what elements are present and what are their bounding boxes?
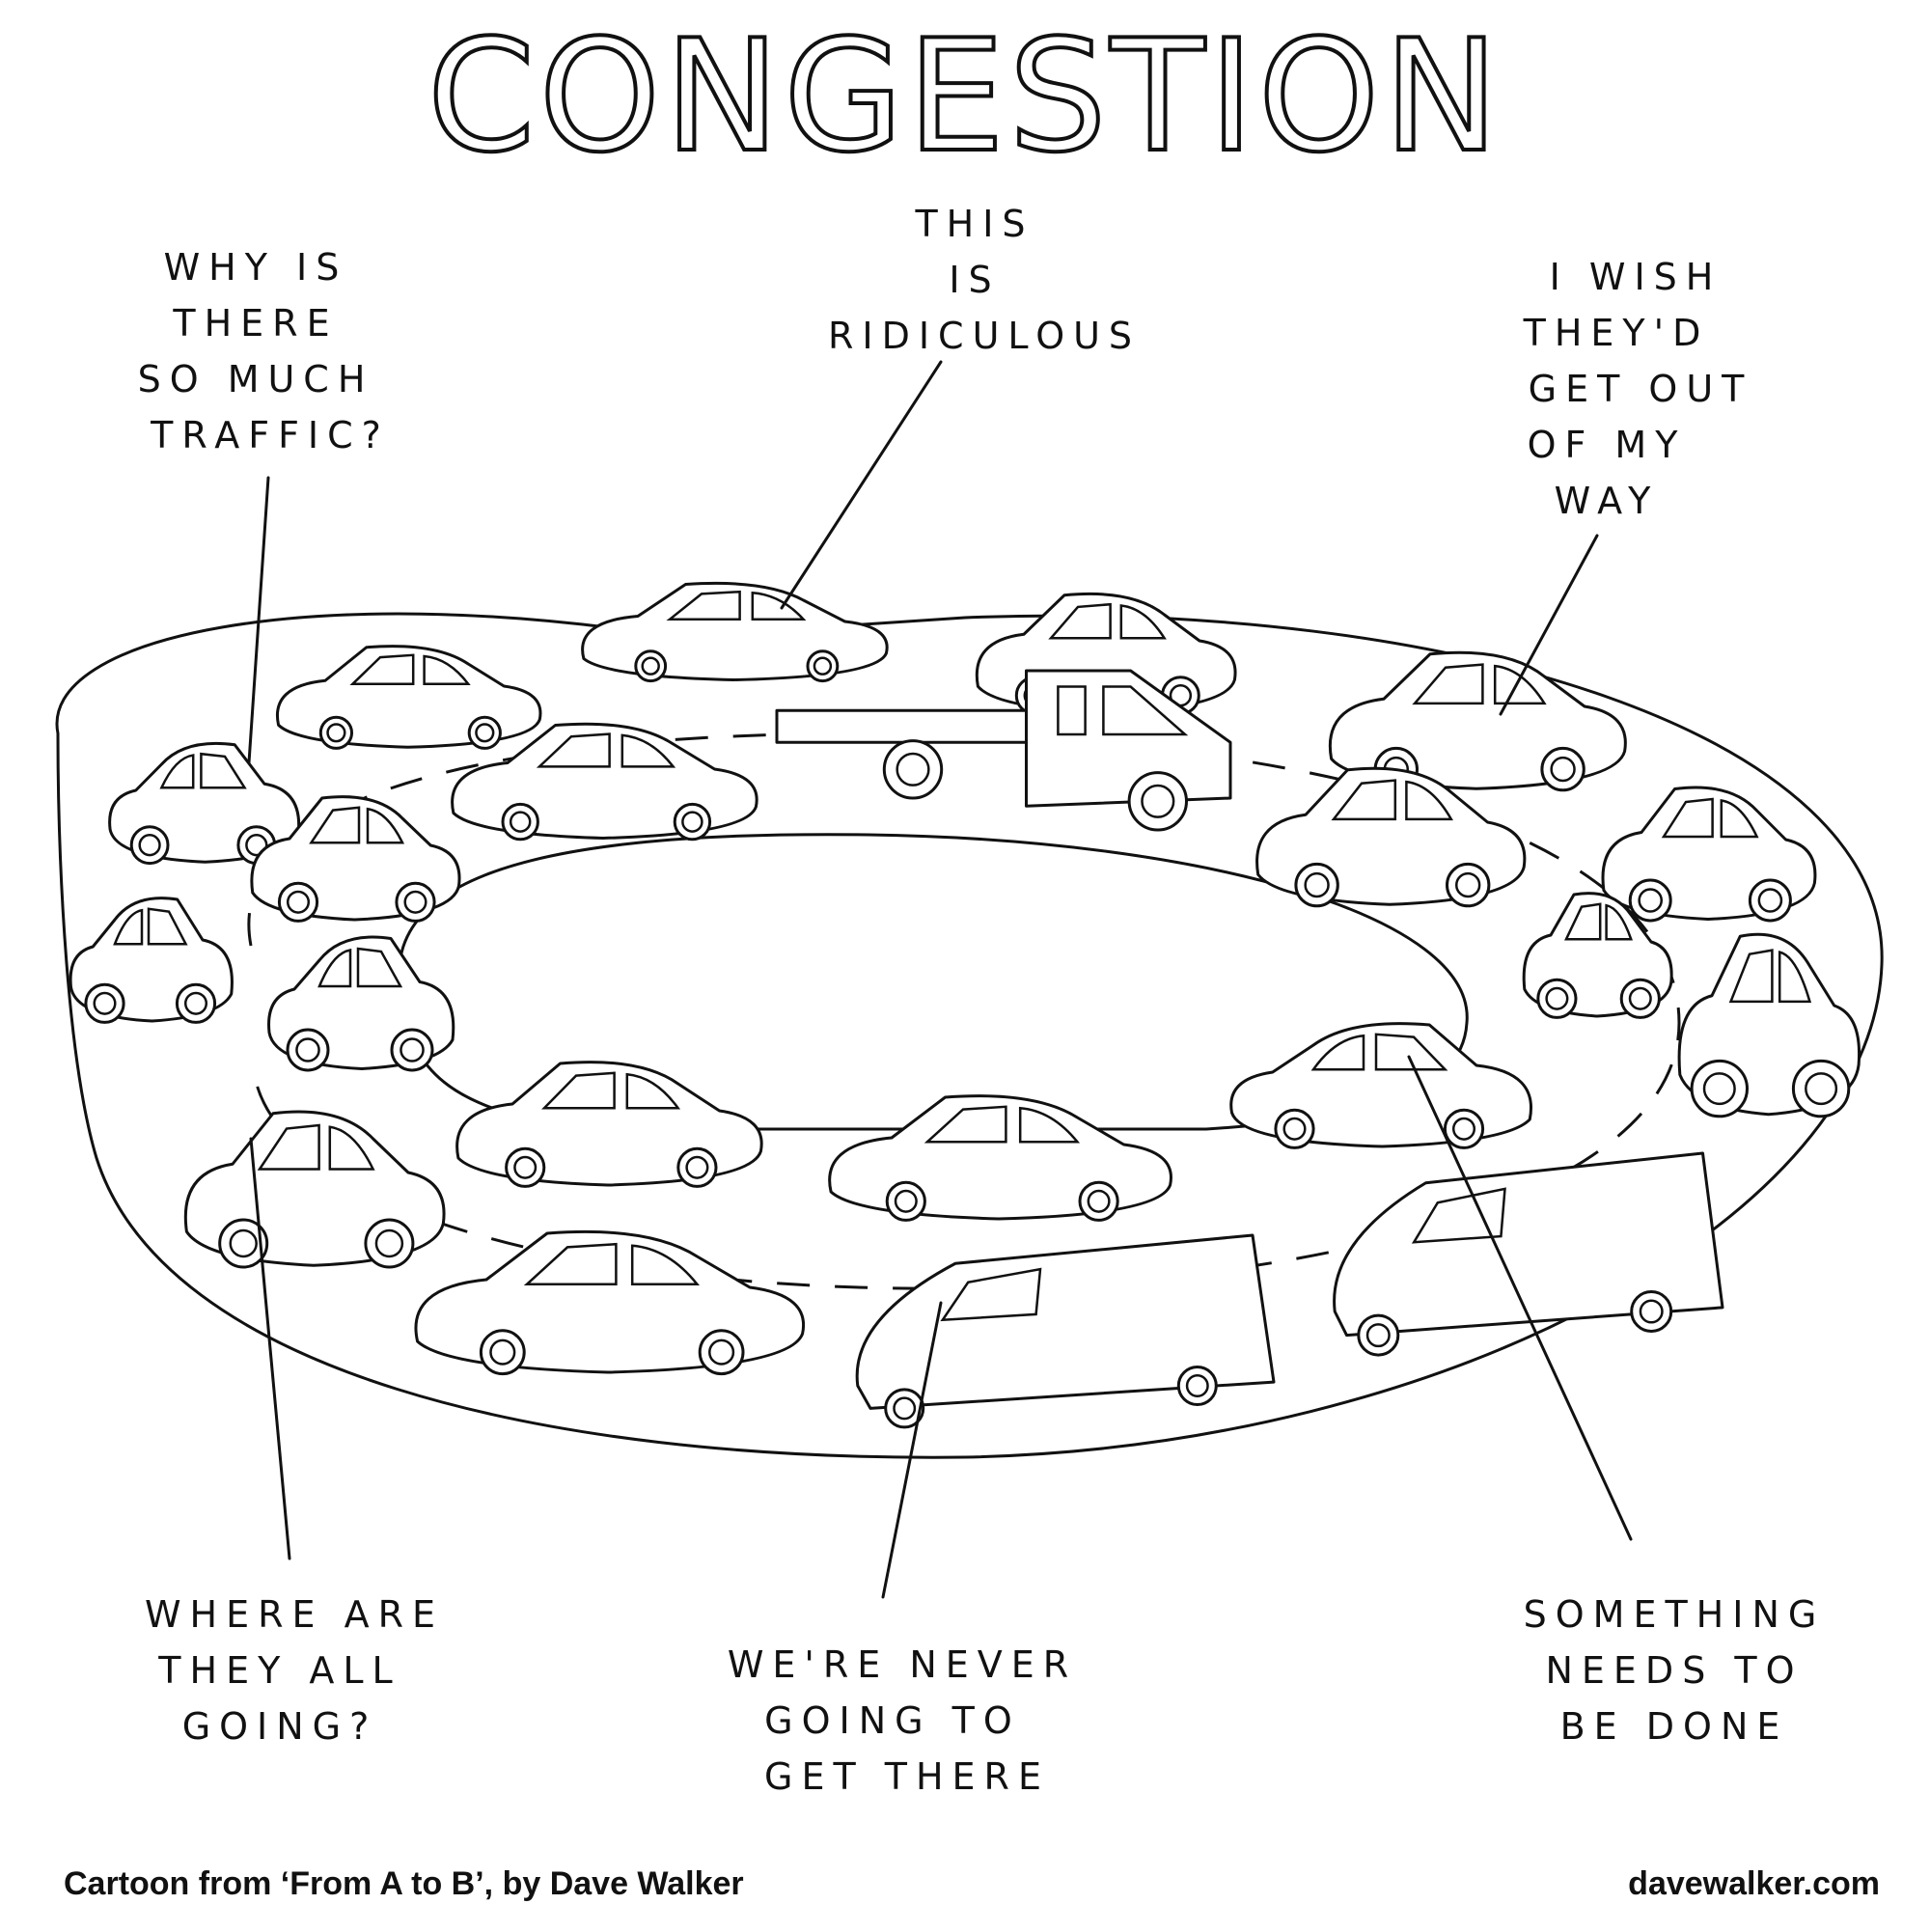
traffic-vehicles xyxy=(69,581,1861,1429)
pointer-bottom-center xyxy=(881,1301,943,1599)
quote-line: THEY ALL xyxy=(157,1649,400,1692)
cartoon-title: CONGESTION xyxy=(427,6,1503,186)
car xyxy=(414,1229,806,1376)
car xyxy=(250,795,461,923)
car xyxy=(1522,892,1673,1019)
quote-line: NEEDS TO xyxy=(1545,1649,1803,1692)
car xyxy=(455,1061,763,1188)
car xyxy=(108,741,301,866)
car xyxy=(451,722,758,842)
quote-line: THERE xyxy=(172,302,338,345)
quote-line: OF MY xyxy=(1528,424,1687,466)
quote-line: SOMETHING xyxy=(1524,1593,1826,1636)
car xyxy=(183,1110,446,1269)
car xyxy=(581,581,889,683)
quote-line: BE DONE xyxy=(1560,1705,1789,1748)
quote-line: SO MUCH xyxy=(138,358,374,400)
van xyxy=(855,1233,1276,1429)
quote-line: GET OUT xyxy=(1529,368,1753,410)
quote-line: RIDICULOUS xyxy=(828,315,1141,357)
car xyxy=(1229,1022,1532,1149)
car xyxy=(69,897,234,1024)
pointer-top-center xyxy=(780,360,943,610)
pointer-bottom-right xyxy=(1407,1055,1633,1541)
quote-line: GET THERE xyxy=(764,1755,1050,1798)
quote-bottom-left: WHERE ARE THEY ALL GOING? xyxy=(145,1593,444,1748)
quote-line: THEY'D xyxy=(1523,312,1710,354)
car xyxy=(828,1094,1172,1222)
pointer-top-right xyxy=(1499,534,1599,716)
quote-line: GOING TO xyxy=(764,1699,1021,1742)
quote-line: I WISH xyxy=(1550,256,1723,298)
van xyxy=(1333,1151,1724,1357)
quote-line: WHERE ARE xyxy=(145,1593,444,1636)
quote-line: WHY IS xyxy=(164,246,348,289)
pointer-top-left xyxy=(247,476,270,764)
quote-bottom-center: WE'RE NEVER GOING TO GET THERE xyxy=(728,1643,1077,1798)
car xyxy=(267,935,455,1072)
quote-line: IS xyxy=(949,259,1000,301)
credit-text: Cartoon from ‘From A to B’, by Dave Walk… xyxy=(64,1865,744,1902)
speech-pointers xyxy=(247,360,1633,1599)
car xyxy=(1677,932,1861,1118)
quote-top-center: THIS IS RIDICULOUS xyxy=(828,203,1141,357)
quote-line: WE'RE NEVER xyxy=(728,1643,1077,1686)
quote-line: THIS xyxy=(914,203,1034,245)
quote-top-left: WHY IS THERE SO MUCH TRAFFIC? xyxy=(138,246,390,456)
quote-line: WAY xyxy=(1555,480,1660,522)
pointer-bottom-left xyxy=(249,1137,291,1560)
quote-line: TRAFFIC? xyxy=(150,414,390,456)
quote-bottom-right: SOMETHING NEEDS TO BE DONE xyxy=(1524,1593,1826,1748)
quote-top-right: I WISH THEY'D GET OUT OF MY WAY xyxy=(1523,256,1753,522)
quote-line: GOING? xyxy=(182,1705,378,1748)
car xyxy=(275,645,542,750)
flatbed-truck xyxy=(775,669,1232,832)
car xyxy=(1255,766,1527,908)
car xyxy=(1601,786,1817,923)
website-link[interactable]: davewalker.com xyxy=(1628,1865,1880,1902)
